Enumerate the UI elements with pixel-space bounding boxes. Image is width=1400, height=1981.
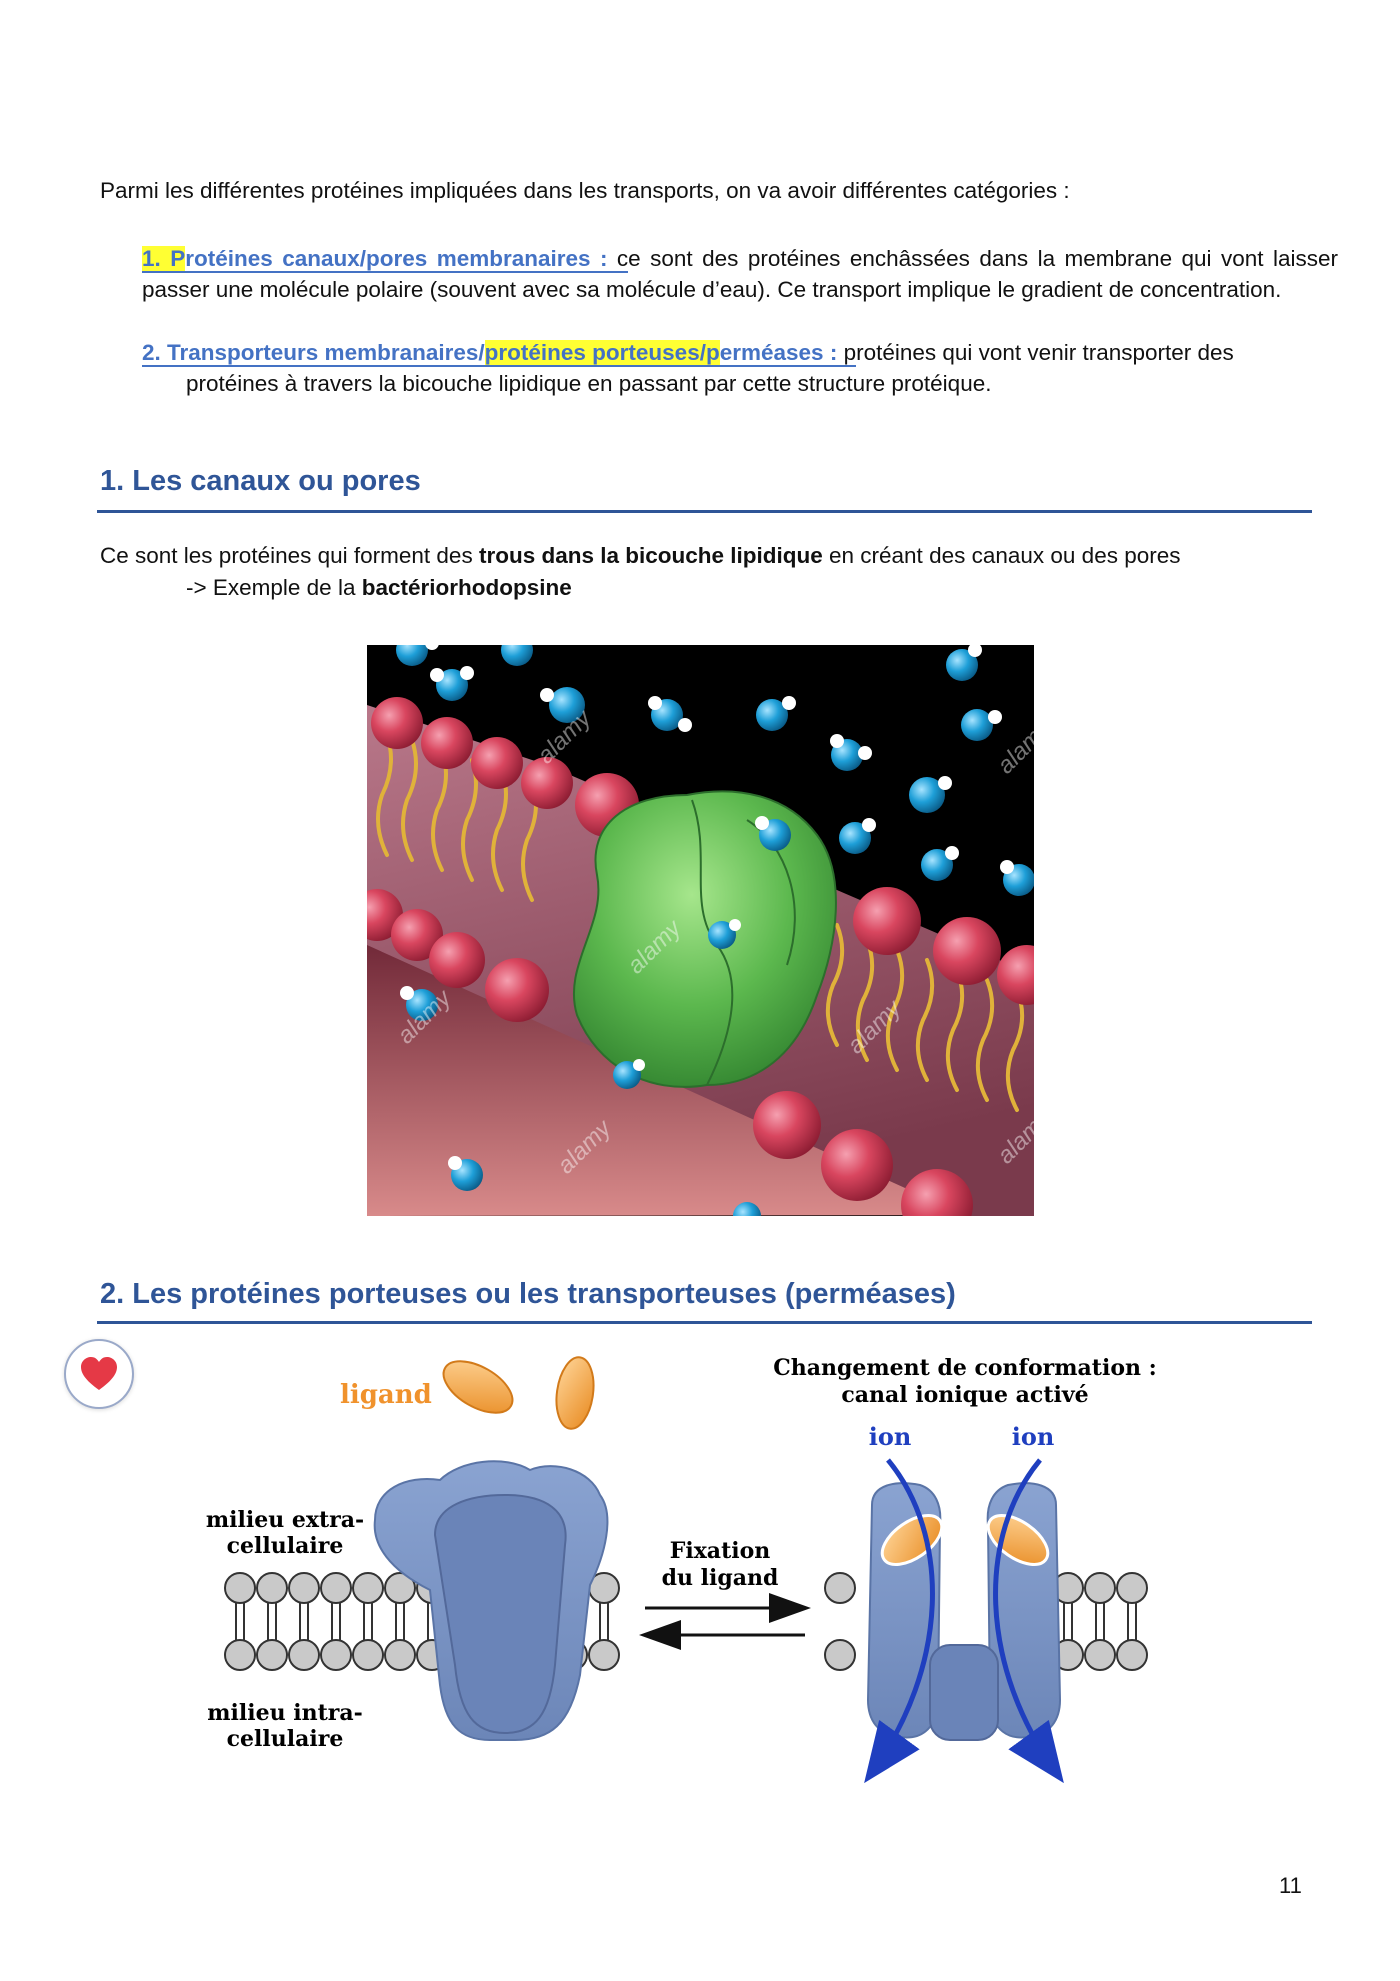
ion-label-left: ion (869, 1422, 912, 1451)
ligand-label: ligand (340, 1380, 432, 1410)
heart-icon (81, 1357, 117, 1390)
section-1-text: Ce sont les protéines qui forment des tr… (100, 543, 1181, 568)
item1-title: rotéines canaux/pores membranaires : (185, 246, 608, 271)
item2-title-a: 2. Transporteurs membranaires/ (142, 340, 485, 365)
svg-text:du ligand: du ligand (662, 1565, 779, 1591)
list-item-channels: 1. Protéines canaux/pores membranaires :… (142, 243, 1338, 305)
membrane-pore-illustration: alamy alamy alamy alamy alamy alamy alam… (367, 645, 1034, 1216)
item2-title-c: erméases : (719, 340, 844, 365)
section-1-title: 1. Les canaux ou pores (100, 465, 421, 497)
conformation-label: Changement de conformation : (773, 1355, 1157, 1381)
page-number: 11 (1279, 1873, 1302, 1898)
intro-text: Parmi les différentes protéines impliqué… (100, 178, 1070, 203)
svg-text:canal ionique activé: canal ionique activé (841, 1382, 1088, 1408)
ligand-gated-channel-diagram: ligand milieu extra- cellulaire milieu i… (206, 1355, 1157, 1784)
item1-title-after: c (607, 246, 629, 271)
item1-text: e sont des protéines enchâssées dans la … (142, 246, 1338, 302)
svg-text:cellulaire: cellulaire (227, 1726, 344, 1752)
fixation-label: Fixation (670, 1538, 771, 1564)
heart-like-button[interactable] (64, 1339, 134, 1409)
item2-title-b: protéines porteuses/p (484, 340, 720, 365)
item1-number: 1. P (142, 246, 186, 271)
item2-text-line2: protéines à travers la bicouche lipidiqu… (186, 371, 992, 396)
extracellular-label: milieu extra- (206, 1507, 364, 1533)
item2-text-a: p (843, 340, 857, 365)
section-1-rule (97, 510, 1312, 513)
intracellular-label: milieu intra- (207, 1700, 363, 1726)
section-1-example: -> Exemple de la bactériorhodopsine (186, 575, 572, 600)
section-2-title: 2. Les protéines porteuses ou les transp… (100, 1278, 956, 1310)
svg-text:cellulaire: cellulaire (227, 1533, 344, 1559)
section-2-rule (97, 1321, 1312, 1324)
ion-label-right: ion (1012, 1422, 1055, 1451)
item2-text-b: rotéines qui vont venir transporter des (856, 340, 1234, 365)
list-item-transporters: 2. Transporteurs membranaires/protéines … (142, 337, 1338, 399)
